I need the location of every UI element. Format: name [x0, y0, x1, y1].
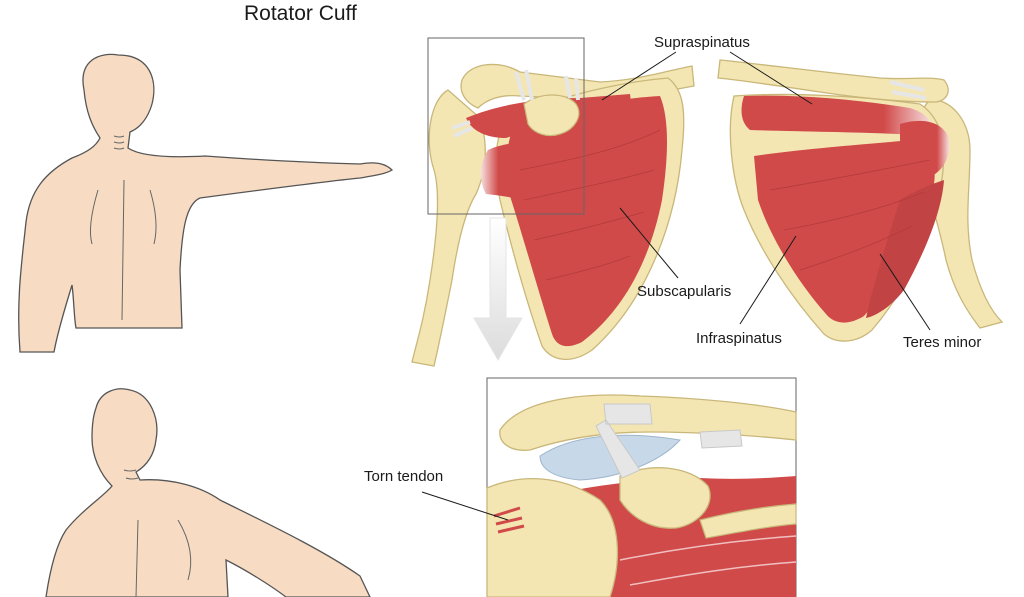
inset-fiber-lines	[619, 535, 797, 586]
label-teres-minor: Teres minor	[903, 334, 982, 351]
subscapularis-fiber-lines	[519, 129, 661, 281]
figure-arm-lowered	[45, 388, 371, 597]
leader-torn-tendon	[421, 491, 509, 521]
figure-arm-raised-neck-lines	[113, 135, 125, 150]
figure-arm-lowered-neck-lines	[123, 469, 139, 480]
clavicle-posterior	[717, 59, 949, 103]
ligaments-posterior	[889, 80, 927, 100]
infraspinatus-tendon	[900, 120, 950, 176]
figure-arm-lowered-scapula	[177, 519, 192, 581]
zoom-inset	[486, 377, 797, 597]
label-infraspinatus: Infraspinatus	[696, 330, 782, 347]
bursa-inset	[539, 434, 681, 481]
anterior-shoulder	[411, 37, 695, 367]
figure-arm-raised-scapula-left	[89, 189, 99, 245]
figure-arm-lowered-body	[45, 388, 371, 597]
posterior-shoulder	[717, 59, 1004, 342]
figure-arm-raised	[18, 53, 394, 353]
humerus-anterior	[411, 89, 486, 367]
down-arrow	[473, 217, 523, 362]
subscapularis-tendon	[480, 142, 568, 210]
label-torn-tendon: Torn tendon	[364, 468, 444, 485]
figure-arm-raised-body	[18, 53, 394, 353]
supraspinatus-posterior	[741, 95, 932, 136]
leader-subscapularis	[619, 207, 679, 279]
ligaments-anterior	[451, 69, 580, 138]
torn-tendon-fibers	[493, 506, 525, 534]
figure-arm-raised-scapula-right	[149, 189, 157, 245]
coracoid-process	[523, 94, 580, 137]
coracoid-inset	[619, 467, 711, 529]
diagram-title: Rotator Cuff	[244, 2, 357, 25]
leader-infraspinatus	[739, 235, 797, 325]
ligaments-inset	[595, 403, 743, 479]
leader-teres-minor	[879, 253, 931, 331]
scapula-edge-inset	[699, 503, 797, 539]
teres-minor-muscle	[866, 180, 944, 318]
zoom-box-top	[427, 37, 585, 215]
label-subscapularis: Subscapularis	[637, 283, 732, 300]
figure-arm-lowered-spine	[135, 519, 139, 597]
leader-supraspinatus-posterior	[729, 51, 813, 105]
figure-arm-raised-spine	[121, 179, 125, 321]
leader-supraspinatus-anterior	[601, 51, 677, 101]
label-supraspinatus: Supraspinatus	[654, 34, 750, 51]
infraspinatus-fiber-lines	[769, 159, 931, 271]
leader-lines	[421, 51, 931, 521]
